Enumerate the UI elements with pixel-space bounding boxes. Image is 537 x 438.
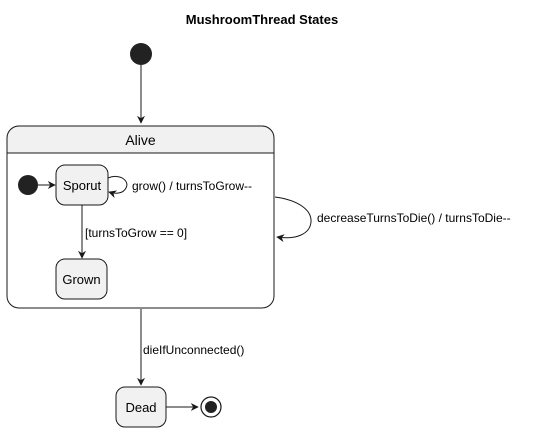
state-sporut: Sporut (55, 164, 109, 206)
sporut-to-grown-label: [turnsToGrow == 0] (85, 226, 187, 240)
alive-header (7, 126, 274, 153)
alive-frame (6, 125, 275, 309)
alive-label: Alive (125, 132, 156, 148)
dead-label: Dead (125, 400, 156, 415)
diagram-title: MushroomThread States (186, 12, 338, 27)
grow-transition-label: grow() / turnsToGrow-- (132, 179, 252, 193)
grown-box (55, 258, 108, 300)
grown-label: Grown (62, 272, 100, 287)
outer-initial-state (130, 43, 152, 65)
final-state (200, 396, 222, 418)
alive-to-dead-label: dieIfUnconnected() (143, 343, 244, 357)
sporut-label: Sporut (63, 178, 102, 193)
state-grown: Grown (55, 258, 108, 300)
final-state-dot (205, 401, 217, 413)
grow-self-transition (107, 175, 128, 199)
decrease-self-transition (274, 196, 312, 243)
decrease-transition-label: decreaseTurnsToDie() / turnsToDie-- (317, 211, 511, 225)
composite-state-alive: Alive (6, 125, 275, 309)
inner-initial-state (18, 175, 38, 195)
state-dead: Dead (115, 386, 167, 428)
